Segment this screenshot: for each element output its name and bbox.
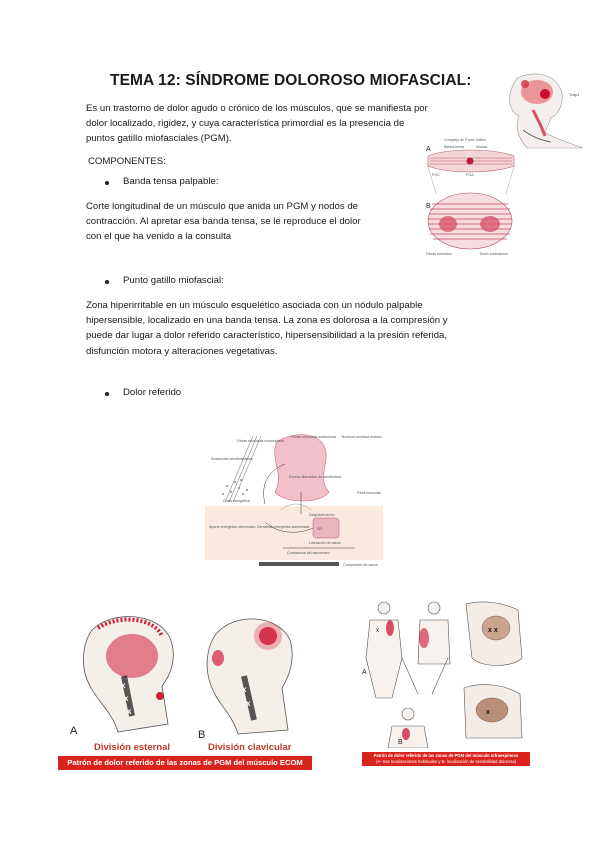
ecom-figure: x x x A x x B División esternal División… [58,606,328,772]
svg-text:x: x [121,681,126,690]
label-compresion: Compresión de vasos [343,563,378,567]
label-aporte: Aporte energético disminuido [209,525,256,529]
neck-pain-figure: Trap1 [509,73,584,149]
bullet-dot [105,392,109,396]
svg-text:x: x [127,707,132,716]
svg-text:x: x [376,628,379,634]
ecom-banner: Patrón de dolor referido de las zonas de… [58,756,312,770]
ecom-heads-illustration: x x x A x x B [70,616,293,741]
intro-line: dolor localizado, rigidez, y cuya caract… [86,118,405,130]
text-line: disfunción motora y alteraciones vegetat… [86,345,278,357]
intro-line: puntos gatillo miofasciales (PGM). [86,133,232,145]
muscle-fibre-band [205,506,383,560]
infra-banner-line2: (A- tras localizaciones habituales y B- … [375,759,517,764]
infraspinatus-figure: x A x x B x Patrón de dolor referido de … [362,598,532,770]
label-motora: Terminal nerviosa motora [341,435,381,439]
intro-line: Es un trastorno de dolor agudo o crónico… [86,103,428,114]
diagram-label-a: A [426,146,431,153]
text-line: Zona hiperirritable en un músculo esquel… [86,300,423,311]
svg-text:x: x [246,699,251,708]
bullet-text: Corte longitudinal de un músculo que ani… [86,199,361,245]
diagram-label-pgc: PGC [432,173,440,177]
bullet-dot [105,181,109,185]
label-sensibilizantes: Sustancias sensibilizantes [211,457,253,461]
page-title: TEMA 12: SÍNDROME DOLOROSO MIOFASCIAL: [110,72,472,89]
infraspinatus-illustration: x A x x B x [362,601,523,749]
diagram-label-banda: Banda tensa [444,145,464,149]
bullet-text: Zona hiperirritable en un músculo esquel… [86,298,448,359]
label-crisis: Crisis energética [223,499,250,503]
svg-text:x: x [242,685,247,694]
infraspinatus-banner: Patrón de dolor referido de las zonas de… [362,752,530,766]
text-line: puede dar lugar a dolor referido caracte… [86,330,448,342]
label-acetilcolina: Exceso liberación de acetilcolina [289,475,341,479]
bullet-label: Punto gatillo miofascial: [123,275,224,286]
svg-text:x: x [124,694,129,703]
components-heading: COMPONENTES: [88,156,166,167]
text-line: Corte longitudinal de un músculo que ani… [86,201,358,212]
ecom-caption-b: División clavicular [208,742,292,753]
label-despolarizacion: Despolarización [309,513,335,517]
label-calcio: Liberación de calcio [309,541,341,545]
diagram-label-b: B [426,203,431,210]
label-contractura: Contractura del sarcómero [287,551,330,555]
nerve-terminal [274,434,330,502]
ecom-caption-a: División esternal [94,742,171,753]
neck-figure-label: Trap1 [569,92,580,97]
infra-label-a: A [362,669,367,676]
ecom-label-a: A [70,725,78,737]
label-demanda: Demanda energética aumentada [257,525,309,529]
bullet-label: Banda tensa palpable: [123,176,219,187]
diagram-label-nodulo: Nódulo [476,145,487,149]
text-line: contracción. Al apretar esa banda tensa,… [86,216,361,228]
ecom-label-b: B [198,729,205,741]
text-line: hipersensible, localizado en una banda t… [86,315,448,327]
label-autonomas: Fibras nerviosas autónomas [291,435,336,439]
diagram-top-caption: Complejo de Punto Gatillo [444,138,486,142]
intro-paragraph: Es un trastorno de dolor agudo o crónico… [86,101,428,147]
label-sr: SR [317,527,322,531]
bullet-label: Dolor referido [123,387,182,398]
infra-label-b: B [398,739,403,746]
infra-banner-line1: Patrón de dolor referido de las zonas de… [373,753,519,758]
text-line: con el que ha venido a la consulta [86,231,232,243]
svg-text:x: x [486,709,490,716]
bullet-dot [105,280,109,284]
diagram-label-nodo: Nodo contracción [480,252,508,256]
energy-crisis-diagram: Fibras nerviosas nociceptivas Fibras ner… [205,434,383,567]
trigger-point-diagram: A Complejo de Punto Gatillo Banda tensa … [426,138,515,256]
diagram-label-fibras: Fibras normales [426,252,452,256]
label-nociceptivas: Fibras nerviosas nociceptivas [237,439,284,443]
label-fibra: Fibra muscular [357,491,382,495]
diagram-label-pga: PGA [466,173,474,177]
svg-text:x x: x x [488,627,498,634]
